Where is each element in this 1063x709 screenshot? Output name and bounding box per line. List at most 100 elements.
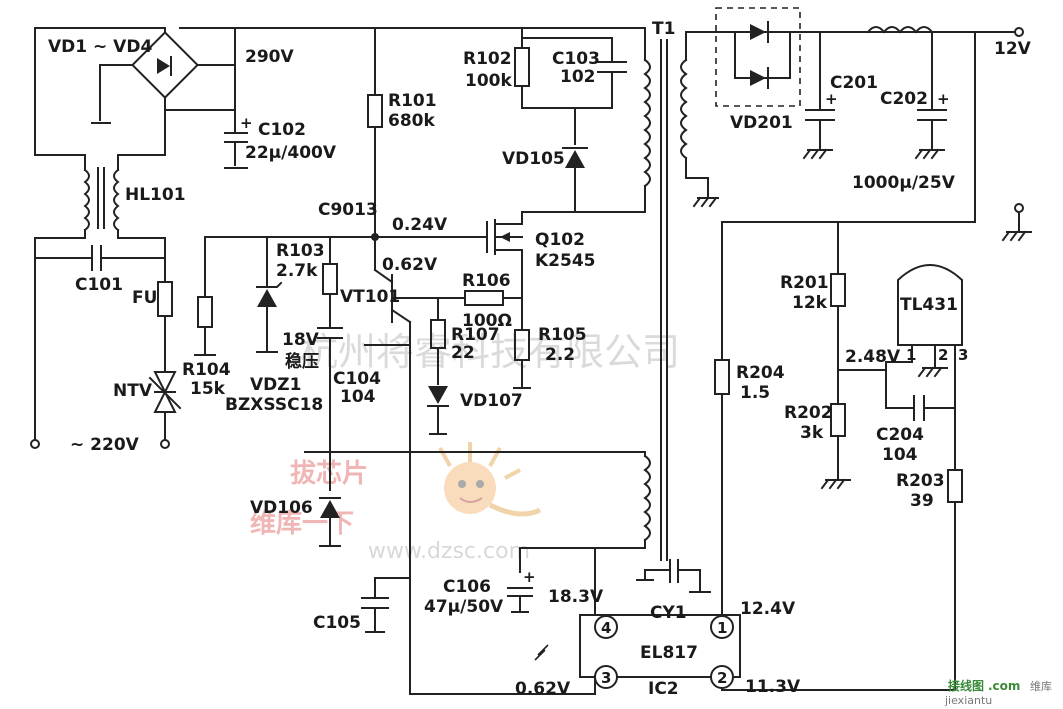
output-terminal-12v: [1014, 27, 1024, 37]
label-vd105: VD105: [502, 149, 565, 169]
label-12-4v: 12.4V: [740, 599, 796, 619]
output-terminal-gnd: [1014, 203, 1024, 213]
label-11-3v: 11.3V: [745, 677, 801, 697]
ac-terminal-right: [160, 439, 170, 449]
label-18v: 18V: [282, 330, 320, 350]
label-vdz1: VDZ1: [250, 375, 301, 395]
c101-capacitor: [34, 245, 166, 271]
watermark-jiexiantu: jiexiantu: [944, 694, 992, 707]
cy1-capacitor: [636, 559, 711, 593]
vd105-diode: [562, 147, 646, 213]
label-r104-value: 15k: [190, 379, 226, 399]
vd107-diode: [427, 386, 449, 435]
label-c201: C201: [830, 73, 878, 93]
svg-text:+: +: [240, 114, 253, 132]
fu-fuse: [157, 281, 173, 317]
r103-resistor: [322, 263, 338, 295]
label-c202: C202: [880, 89, 928, 109]
t1-transformer: [304, 27, 1016, 573]
label-vd1-vd4: VD1 ~ VD4: [48, 37, 152, 57]
label-r204: R204: [736, 363, 785, 383]
c202-capacitor: +: [914, 31, 950, 160]
label-r102-value: 100k: [465, 71, 512, 91]
ac-terminal-left: [30, 439, 40, 449]
vd106-diode: [319, 497, 341, 547]
vd201-diode-pair: [715, 7, 801, 107]
watermark-company: 杭州将睿科技有限公司: [300, 330, 680, 374]
watermark-logo-dom: .com: [988, 679, 1020, 693]
el817-optocoupler: 4 3 1 2: [579, 614, 741, 689]
vdz1-zener: [256, 281, 283, 353]
r101-resistor: [367, 94, 383, 128]
label-vd106: VD106: [250, 498, 313, 518]
label-r106-value: 100Ω: [462, 311, 512, 331]
label-tl431-pin2: 2: [938, 346, 948, 364]
label-q102: Q102: [535, 230, 585, 250]
label-hl101: HL101: [125, 185, 186, 205]
label-c204-value: 104: [882, 445, 918, 465]
label-r202-value: 3k: [800, 423, 824, 443]
label-q102-value: K2545: [535, 251, 596, 271]
label-r203: R203: [896, 471, 945, 491]
label-290v: 290V: [245, 47, 294, 67]
pin-4: 4: [601, 619, 611, 637]
label-c204: C204: [876, 425, 924, 445]
label-tl431-pin3: 3: [958, 346, 968, 364]
c204-capacitor: [885, 395, 956, 421]
label-tl431-pin1: 1: [906, 346, 916, 364]
label-r103-value: 2.7k: [276, 261, 318, 281]
label-18-3v: 18.3V: [548, 587, 604, 607]
label-c106: C106: [443, 577, 491, 597]
label-c102-value: 22μ/400V: [245, 143, 337, 163]
label-vd201: VD201: [730, 113, 793, 133]
label-0-62v-top: 0.62V: [382, 255, 438, 275]
label-r203-value: 39: [910, 491, 934, 511]
label-r104: R104: [182, 360, 231, 380]
watermark-logo: 接线图: [948, 678, 984, 693]
q102-mosfet: [374, 211, 576, 331]
label-0-62v-bottom: 0.62V: [515, 679, 571, 699]
label-cy1: CY1: [650, 603, 687, 623]
label-vt101: VT101: [340, 287, 400, 307]
r201-resistor: [830, 273, 846, 307]
label-c103: C103: [552, 49, 600, 69]
label-r106: R106: [462, 271, 511, 291]
watermark-site: www.dzsc.com: [368, 539, 530, 564]
label-r201-value: 12k: [792, 293, 828, 313]
output-inductor: [866, 26, 934, 34]
ntv-varistor: [148, 371, 182, 441]
label-c104: C104: [333, 369, 381, 389]
r202-resistor: [830, 403, 846, 437]
label-r204-value: 1.5: [740, 383, 770, 403]
label-ac-220v: ~ 220V: [70, 435, 140, 455]
label-12v: 12V: [994, 39, 1032, 59]
bridge-rectifier: [131, 31, 199, 99]
r102-resistor: [514, 47, 530, 87]
label-r107-value: 22: [451, 343, 475, 363]
label-wenya: 稳压: [285, 351, 319, 372]
label-c9013: C9013: [318, 200, 378, 220]
label-r202: R202: [784, 403, 833, 423]
c106-capacitor: +: [507, 568, 536, 613]
svg-text:+: +: [825, 90, 838, 108]
label-c202-value: 1000μ/25V: [852, 173, 956, 193]
label-r105: R105: [538, 325, 587, 345]
label-r107: R107: [451, 325, 500, 345]
r106-resistor: [464, 290, 504, 306]
label-r201: R201: [780, 273, 829, 293]
label-el817: EL817: [640, 643, 698, 663]
label-2-48v: 2.48V: [845, 347, 901, 367]
label-r103: R103: [276, 241, 325, 261]
label-c106-value: 47μ/50V: [424, 597, 504, 617]
pin-1: 1: [717, 619, 727, 637]
label-c103-value: 102: [560, 67, 596, 87]
c201-capacitor: +: [802, 31, 838, 160]
svg-text:+: +: [937, 90, 950, 108]
arrow-mark: [534, 644, 549, 661]
label-tl431: TL431: [900, 295, 958, 315]
label-r102: R102: [463, 49, 512, 69]
pin-3: 3: [601, 669, 611, 687]
svg-text:+: +: [523, 568, 536, 586]
c102-capacitor: +: [224, 27, 253, 169]
label-c101: C101: [75, 275, 123, 295]
